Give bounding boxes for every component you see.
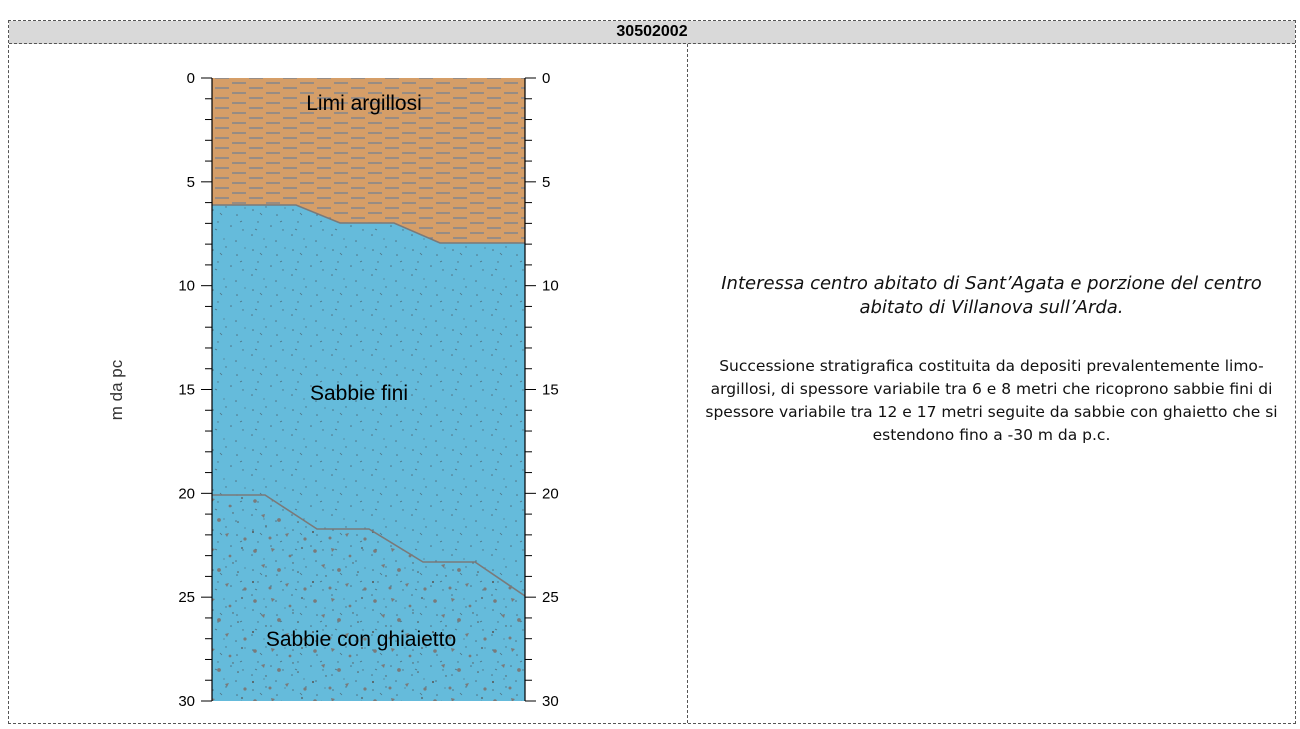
depth-tick-label-left: 5 bbox=[187, 174, 195, 191]
depth-tick-label-right: 30 bbox=[542, 693, 559, 710]
y-axis-label: m da pc bbox=[107, 359, 126, 420]
depth-tick-label-right: 25 bbox=[542, 589, 559, 606]
description-panel: Interessa centro abitato di Sant’Agata e… bbox=[688, 44, 1295, 723]
section-id-header: 30502002 bbox=[9, 21, 1295, 44]
stratigraphic-column: 0 0 5 5 10 10 15 15 20 20 25 25 30 30 m da pc Limi ar… bbox=[107, 70, 559, 710]
stratigraphic-column-panel: 0 0 5 5 10 10 15 15 20 20 25 25 30 30 m da pc Limi ar… bbox=[9, 44, 687, 723]
depth-tick-label-right: 15 bbox=[542, 382, 559, 399]
depth-tick-label-left: 0 bbox=[187, 70, 195, 87]
depth-tick-label-right: 0 bbox=[542, 70, 550, 87]
depth-tick-label-right: 10 bbox=[542, 278, 559, 295]
depth-tick-label-left: 15 bbox=[178, 382, 195, 399]
depth-tick-label-left: 20 bbox=[178, 485, 195, 502]
depth-ticks: 0 0 5 5 10 10 15 15 20 20 25 25 30 30 bbox=[178, 70, 558, 710]
boundary-sabbie-ghiaietto bbox=[212, 494, 526, 597]
boundary-limi-sabbie bbox=[212, 204, 525, 244]
depth-tick-label-left: 10 bbox=[178, 278, 195, 295]
depth-tick-label-right: 20 bbox=[542, 485, 559, 502]
depth-tick-label-left: 30 bbox=[178, 693, 195, 710]
stratigraphy-description: Successione stratigrafica costituita da … bbox=[705, 357, 1278, 444]
depth-tick-label-right: 5 bbox=[542, 174, 550, 191]
depth-tick-label-left: 25 bbox=[178, 589, 195, 606]
label-sabbie-con-ghiaietto: Sabbie con ghiaietto bbox=[266, 628, 456, 651]
label-limi-argillosi: Limi argillosi bbox=[306, 92, 422, 115]
area-description: Interessa centro abitato di Sant’Agata e… bbox=[721, 273, 1262, 318]
layer-sabbie-con-ghiaietto-pattern bbox=[212, 495, 525, 701]
label-sabbie-fini: Sabbie fini bbox=[310, 382, 408, 405]
stratigraphy-sheet: 30502002 bbox=[8, 20, 1296, 724]
column-divider bbox=[687, 44, 688, 723]
